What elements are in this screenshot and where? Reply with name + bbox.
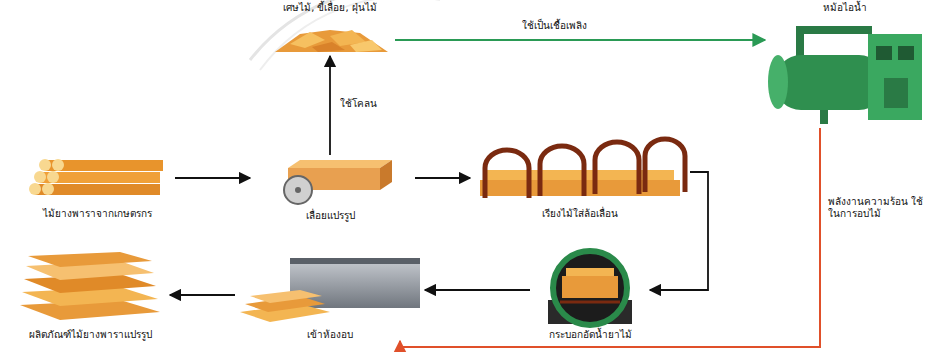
drying-kiln-part bbox=[250, 290, 322, 303]
rubber-logs-part bbox=[47, 171, 59, 183]
pressure-cylinder bbox=[548, 251, 632, 325]
wood-trolleys-part bbox=[540, 146, 584, 196]
rubber-logs-part bbox=[39, 159, 51, 171]
log-source: ไม้ยางพาราจากเกษตรกร bbox=[20, 155, 175, 220]
wood-trolleys-part bbox=[485, 150, 529, 198]
watermark-arc bbox=[250, 0, 440, 70]
edge-label: พลังงานความร้อน ใช้ในการอบไม้ bbox=[826, 196, 928, 220]
pressure-cylinder: กระบอกอัดน้ำยาไม้ bbox=[530, 245, 650, 341]
rubber-logs-part bbox=[45, 160, 163, 171]
flow-arrow bbox=[329, 56, 331, 155]
rubber-logs-part bbox=[42, 183, 54, 195]
boiler: หม้อไอน้ำ bbox=[765, 2, 925, 128]
rubber-logs-part bbox=[52, 159, 64, 171]
drying-kiln bbox=[240, 258, 420, 322]
wood-chip-pile-part bbox=[312, 42, 345, 52]
node-caption: เข้าห้องอบ bbox=[307, 329, 353, 341]
edge-label: ใช้โคลน bbox=[338, 98, 379, 110]
boiler-part bbox=[898, 46, 914, 60]
pressure-cylinder-part bbox=[562, 276, 618, 298]
saw-part bbox=[284, 176, 312, 204]
wood-trolleys-part bbox=[595, 142, 639, 194]
wood-chip-pile bbox=[275, 30, 388, 52]
boiler-part bbox=[884, 78, 908, 108]
flow-arrow bbox=[650, 172, 708, 290]
wood-products-part bbox=[28, 252, 152, 267]
node-caption: ผลิตภัณฑ์ไม้ยางพาราแปรรูป bbox=[29, 329, 152, 341]
pressure-cylinder-part bbox=[553, 251, 627, 325]
watermark-arc-part bbox=[260, 0, 440, 70]
wood-trolleys-part bbox=[480, 180, 680, 196]
boiler-part bbox=[768, 55, 788, 109]
saw-part bbox=[288, 160, 392, 168]
sawmill: เลื่อยแปรรูป bbox=[250, 155, 415, 222]
flow-arrow bbox=[175, 177, 250, 179]
boiler bbox=[768, 30, 922, 124]
boiler-part bbox=[868, 34, 922, 120]
saw-part bbox=[380, 160, 392, 190]
pressure-cylinder-part bbox=[560, 301, 620, 304]
boiler-part bbox=[800, 30, 872, 56]
saw-part bbox=[295, 187, 301, 193]
rubber-logs-part bbox=[34, 171, 46, 183]
rubber-logs-part bbox=[35, 184, 160, 195]
node-caption: เลื่อยแปรรูป bbox=[306, 210, 355, 222]
wood-chip-pile-part bbox=[275, 30, 388, 52]
node-caption: เรียงไม้ใส่ล้อเลื่อน bbox=[542, 208, 618, 220]
node-caption: กระบอกอัดน้ำยาไม้ bbox=[549, 329, 632, 341]
node-caption: หม้อไอน้ำ bbox=[823, 2, 867, 14]
trolley-stacking: เรียงไม้ใส่ล้อเลื่อน bbox=[470, 145, 690, 220]
flow-arrow bbox=[395, 39, 765, 41]
edge-label: ใช้เป็นเชื้อเพลิง bbox=[520, 20, 589, 32]
rubber-logs-part bbox=[40, 172, 160, 183]
flow-arrow bbox=[425, 289, 530, 291]
flow-arrow bbox=[415, 177, 470, 179]
pressure-cylinder-part bbox=[566, 268, 614, 276]
boiler-part bbox=[876, 46, 892, 60]
wood-trolleys bbox=[480, 139, 685, 198]
node-caption: ไม้ยางพาราจากเกษตรกร bbox=[43, 208, 152, 220]
node-caption: เศษไม้, ขี้เลื่อย, ฝุ่นไม้ bbox=[283, 2, 377, 14]
flow-arrow bbox=[170, 294, 235, 296]
rubber-logs bbox=[29, 159, 163, 195]
flow-arrow bbox=[400, 128, 820, 347]
wood-waste-pile: เศษไม้, ขี้เลื่อย, ฝุ่นไม้ bbox=[265, 2, 395, 56]
drying-kiln-part bbox=[290, 258, 420, 264]
drying-kiln: เข้าห้องอบ bbox=[235, 252, 425, 341]
wood-chip-pile-part bbox=[350, 40, 382, 52]
product-stack: ผลิตภัณฑ์ไม้ยางพาราแปรรูป bbox=[10, 248, 170, 341]
watermark-arc-part bbox=[250, 0, 430, 60]
wood-trolleys-part bbox=[645, 139, 685, 192]
wood-products bbox=[20, 252, 160, 320]
saw bbox=[284, 160, 392, 204]
boiler-part bbox=[820, 110, 828, 124]
rubber-logs-part bbox=[29, 183, 41, 195]
